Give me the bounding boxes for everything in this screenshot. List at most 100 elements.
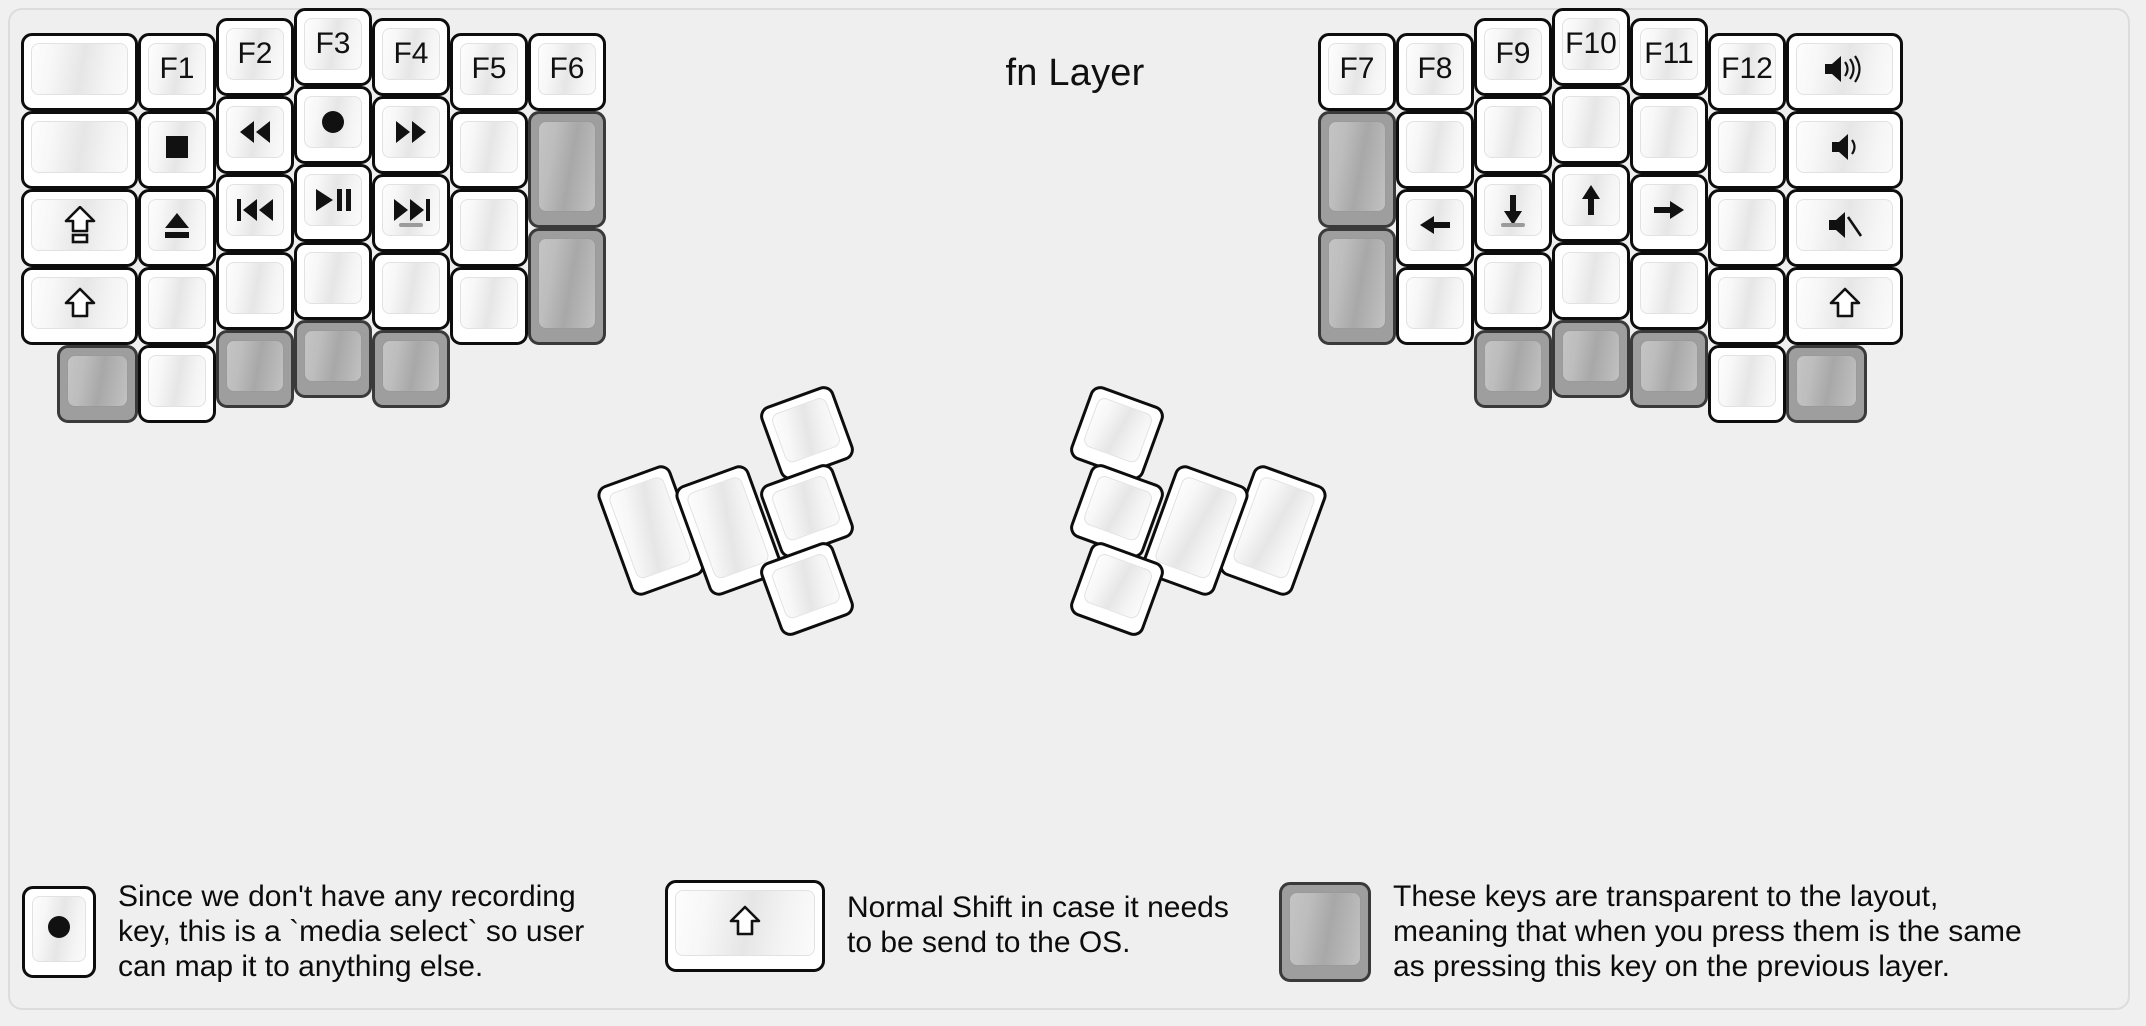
right-ring-col-key-2[interactable] <box>1630 174 1708 252</box>
right-outer-col-key-0[interactable] <box>1786 33 1903 111</box>
keycap-surface <box>1718 121 1776 173</box>
right-index-col-key-4[interactable] <box>1474 330 1552 408</box>
left-ring-col-key-4[interactable] <box>216 330 294 408</box>
keycap-surface <box>67 355 128 407</box>
right-pinky-col-key-1[interactable] <box>1708 111 1786 189</box>
keycap-surface <box>1289 892 1361 967</box>
keycap-surface <box>226 184 284 236</box>
keycap-surface <box>538 121 596 212</box>
left-inner-col-key-3[interactable] <box>450 267 528 345</box>
left-outer-col-key-3[interactable] <box>21 267 138 345</box>
right-middle-col-key-1[interactable] <box>1552 86 1630 164</box>
left-middle-col-key-2[interactable] <box>294 164 372 242</box>
right-outer-col-key-4[interactable] <box>1786 345 1867 423</box>
keycap-surface <box>1484 262 1542 314</box>
right-index-col-key-2[interactable] <box>1474 174 1552 252</box>
left-pinky-col-key-3[interactable] <box>138 267 216 345</box>
right-ring-col-key-0[interactable]: F11 <box>1630 18 1708 96</box>
right-outer-col-key-2[interactable] <box>1786 189 1903 267</box>
left-index-col-key-4[interactable] <box>372 330 450 408</box>
legend-normal-shift-text: Normal Shift in case it needs to be send… <box>847 891 1229 959</box>
legend-normal-shift-key[interactable] <box>665 880 825 972</box>
right-outer-col-key-3[interactable] <box>1786 267 1903 345</box>
right-middle-col-key-2[interactable] <box>1552 164 1630 242</box>
left-inner-col-key-2[interactable] <box>450 189 528 267</box>
left-outer-col-key-1[interactable] <box>21 111 138 189</box>
right-middle-col-key-0[interactable]: F10 <box>1552 8 1630 86</box>
left-ring-col-key-1[interactable] <box>216 96 294 174</box>
left-outer-col-key-0[interactable] <box>21 33 138 111</box>
right-index-col-key-0[interactable]: F9 <box>1474 18 1552 96</box>
legend-media-select-text: Since we don't have any recording key, t… <box>118 880 585 983</box>
left-middle-col-key-1[interactable] <box>294 86 372 164</box>
right-inner-col-key-0[interactable]: F8 <box>1396 33 1474 111</box>
right-pinky-col-key-4[interactable] <box>1708 345 1786 423</box>
keycap-surface <box>460 277 518 329</box>
right-inner-col-key-3[interactable] <box>1396 267 1474 345</box>
left-pinky-col-key-0[interactable]: F1 <box>138 33 216 111</box>
right-ring-col-key-3[interactable] <box>1630 252 1708 330</box>
keycap-surface <box>1081 395 1155 465</box>
right-outer-col-key-1[interactable] <box>1786 111 1903 189</box>
left-ring-col-key-2[interactable] <box>216 174 294 252</box>
left-inner-col-key-0[interactable]: F5 <box>450 33 528 111</box>
keycap-surface <box>538 43 596 95</box>
left-pinky-col-key-4[interactable] <box>138 345 216 423</box>
right-pinky-col-key-0[interactable]: F12 <box>1708 33 1786 111</box>
legend-transparent-key[interactable] <box>1279 882 1371 983</box>
left-middle-col-key-4[interactable] <box>294 320 372 398</box>
legend: Since we don't have any recording key, t… <box>0 880 2146 1020</box>
left-index-col-key-3[interactable] <box>372 252 450 330</box>
keycap-surface <box>226 28 284 80</box>
right-inner-col-key-1[interactable] <box>1396 111 1474 189</box>
right-inner-col-key-2[interactable] <box>1396 189 1474 267</box>
left-inner2-col-key-1[interactable] <box>528 111 606 228</box>
keycap-surface <box>148 121 206 173</box>
keycap-surface <box>304 96 362 148</box>
keycap-surface <box>226 340 284 392</box>
keycap-surface <box>1796 43 1893 95</box>
right-pinky-col-key-3[interactable] <box>1708 267 1786 345</box>
left-middle-col-key-3[interactable] <box>294 242 372 320</box>
media-record-icon <box>45 913 73 946</box>
left-ring-col-key-0[interactable]: F2 <box>216 18 294 96</box>
legend-media-select: Since we don't have any recording key, t… <box>22 880 584 984</box>
keycap-surface <box>1562 18 1620 70</box>
left-inner2-col-key-0[interactable]: F6 <box>528 33 606 111</box>
right-index-col-key-1[interactable] <box>1474 96 1552 174</box>
left-index-col-key-1[interactable] <box>372 96 450 174</box>
right-inner2-col-key-1[interactable] <box>1318 111 1396 228</box>
right-ring-col-key-1[interactable] <box>1630 96 1708 174</box>
left-outer-col-key-2[interactable] <box>21 189 138 267</box>
left-index-col-key-2[interactable] <box>372 174 450 252</box>
keycap-surface <box>382 184 440 236</box>
left-middle-col-key-0[interactable]: F3 <box>294 8 372 86</box>
left-outer-col-key-4[interactable] <box>57 345 138 423</box>
left-inner2-col-key-2[interactable] <box>528 228 606 345</box>
keycap-surface <box>382 106 440 158</box>
keycap-surface <box>31 277 128 329</box>
left-ring-col-key-3[interactable] <box>216 252 294 330</box>
keycap-surface <box>1562 96 1620 148</box>
keycap-surface <box>1081 473 1155 543</box>
right-ring-col-key-4[interactable] <box>1630 330 1708 408</box>
keycap-surface <box>1484 28 1542 80</box>
keycap-surface <box>1484 106 1542 158</box>
right-index-col-key-3[interactable] <box>1474 252 1552 330</box>
left-index-col-key-0[interactable]: F4 <box>372 18 450 96</box>
left-inner-col-key-1[interactable] <box>450 111 528 189</box>
keycap-surface <box>1718 43 1776 95</box>
right-pinky-col-key-2[interactable] <box>1708 189 1786 267</box>
legend-transparent-text: These keys are transparent to the layout… <box>1393 880 2022 983</box>
keycap-surface <box>460 43 518 95</box>
keycap-surface <box>1406 43 1464 95</box>
right-middle-col-key-3[interactable] <box>1552 242 1630 320</box>
right-inner2-col-key-0[interactable]: F7 <box>1318 33 1396 111</box>
keycap-surface <box>769 395 843 465</box>
left-pinky-col-key-2[interactable] <box>138 189 216 267</box>
left-pinky-col-key-1[interactable] <box>138 111 216 189</box>
legend-media-select-key[interactable] <box>22 886 96 979</box>
right-inner2-col-key-2[interactable] <box>1318 228 1396 345</box>
right-middle-col-key-4[interactable] <box>1552 320 1630 398</box>
